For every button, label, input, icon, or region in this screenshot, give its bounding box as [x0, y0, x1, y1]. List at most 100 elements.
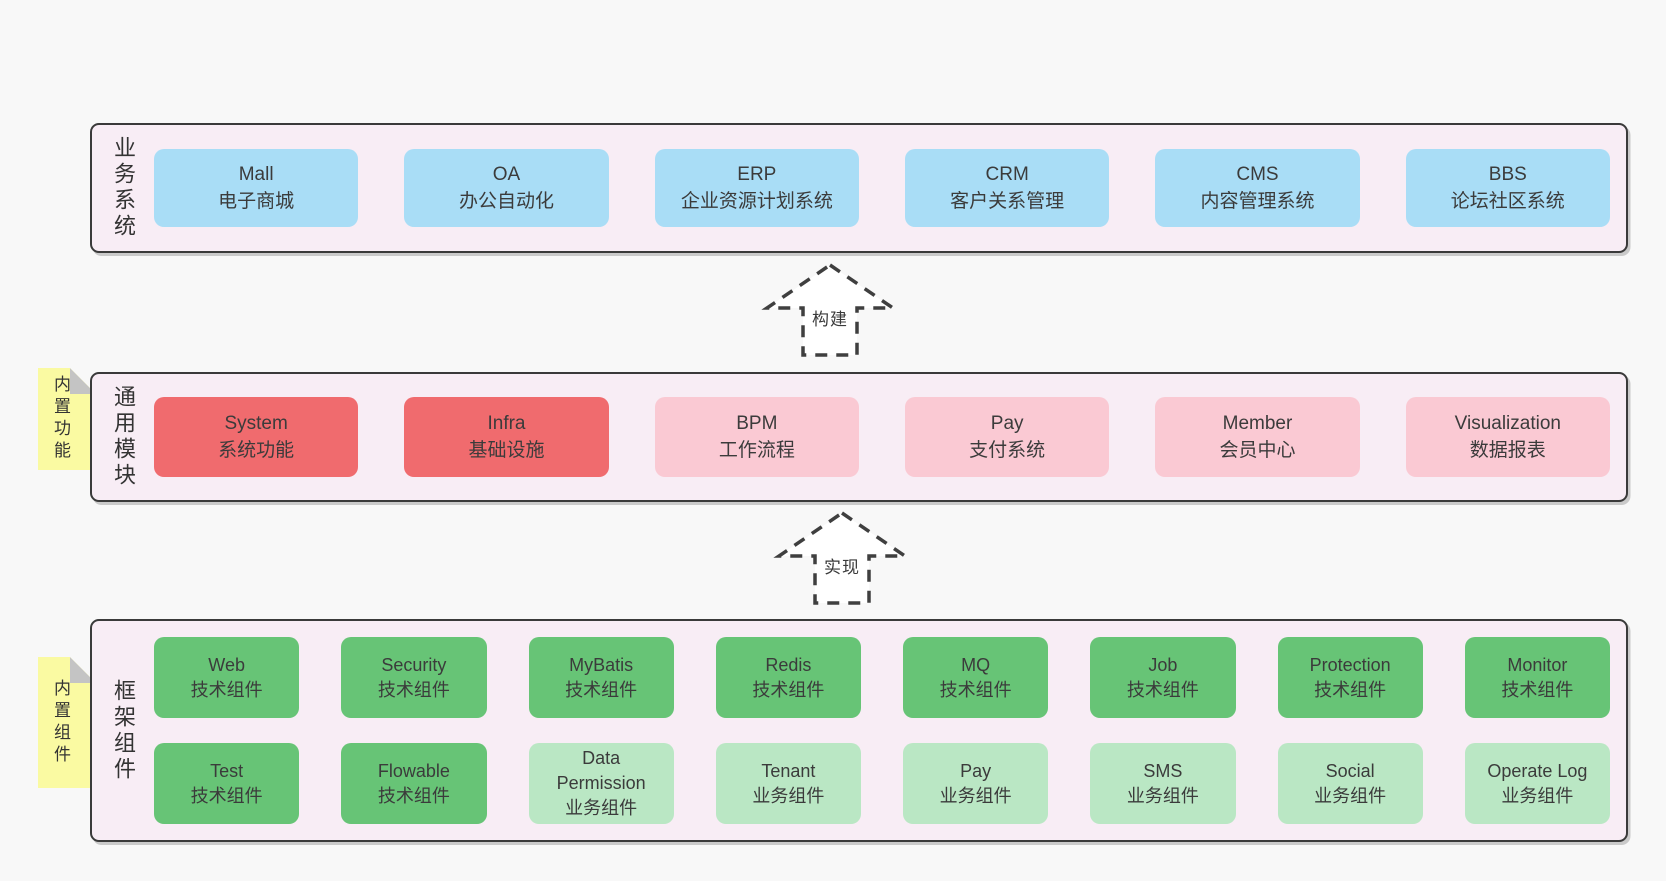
box-title: Member — [1222, 413, 1293, 434]
builtin-features-note-text: 内置功能 — [51, 375, 70, 463]
component-box-social: Social 业务组件 — [1277, 743, 1423, 824]
box-title: Web — [208, 654, 245, 675]
box-title: OA — [492, 164, 521, 185]
system-box-erp: ERP 企业资源计划系统 — [654, 149, 859, 227]
box-title: System — [224, 413, 288, 434]
build-arrow: 构建 — [740, 260, 920, 360]
common-modules-row: System 系统功能 Infra 基础设施 BPM 工作流程 Pay 支付系统… — [154, 397, 1610, 477]
framework-components-panel: 框架组件 Web 技术组件 Security 技术组件 MyBatis 技术组件… — [90, 619, 1628, 842]
box-subtitle: 支付系统 — [969, 440, 1046, 461]
box-subtitle: 技术组件 — [752, 679, 825, 700]
box-subtitle: 系统功能 — [218, 440, 295, 461]
box-subtitle: 技术组件 — [377, 785, 450, 806]
box-subtitle: 业务组件 — [1501, 785, 1574, 806]
box-subtitle: 技术组件 — [565, 679, 638, 700]
box-title: Job — [1148, 654, 1178, 675]
builtin-features-note: 内置功能 — [38, 368, 96, 470]
box-title: ERP — [737, 164, 777, 185]
box-title: Pay — [960, 760, 992, 781]
box-subtitle: 工作流程 — [718, 440, 795, 461]
box-subtitle: 论坛社区系统 — [1450, 191, 1565, 212]
module-box-system: System 系统功能 — [154, 397, 359, 477]
box-subtitle: 业务组件 — [1314, 785, 1387, 806]
module-box-visualization: Visualization 数据报表 — [1405, 397, 1610, 477]
common-modules-label: 通用模块 — [111, 385, 136, 489]
builtin-components-note: 内置组件 — [38, 657, 96, 788]
builtin-components-note-text: 内置组件 — [51, 678, 70, 767]
implement-arrow-label: 实现 — [824, 558, 860, 577]
business-systems-row: Mall 电子商城 OA 办公自动化 ERP 企业资源计划系统 CRM 客户关系… — [154, 149, 1610, 227]
component-box-web: Web 技术组件 — [154, 637, 300, 718]
box-title: Infra — [487, 413, 526, 434]
box-title: Test — [210, 760, 244, 781]
component-box-security: Security 技术组件 — [341, 637, 487, 718]
component-box-mq: MQ 技术组件 — [903, 637, 1049, 718]
box-title: CRM — [985, 164, 1029, 185]
box-subtitle: 电子商城 — [218, 191, 295, 212]
box-title: Tenant — [761, 760, 816, 781]
box-title: Flowable — [377, 760, 450, 781]
component-box-operate-log: Operate Log 业务组件 — [1464, 743, 1610, 824]
module-box-member: Member 会员中心 — [1155, 397, 1360, 477]
box-title: CMS — [1236, 164, 1279, 185]
box-subtitle: 技术组件 — [190, 785, 263, 806]
component-box-test: Test 技术组件 — [154, 743, 300, 824]
box-subtitle: 技术组件 — [939, 679, 1012, 700]
business-systems-label: 业务系统 — [111, 136, 136, 240]
box-subtitle: 技术组件 — [1314, 679, 1387, 700]
framework-row-2: Test 技术组件 Flowable 技术组件 Data Permission … — [154, 743, 1610, 824]
system-box-mall: Mall 电子商城 — [154, 149, 359, 227]
box-title: Protection — [1309, 654, 1391, 675]
box-title: Data Permission — [556, 748, 646, 793]
box-subtitle: 企业资源计划系统 — [680, 191, 833, 212]
system-box-cms: CMS 内容管理系统 — [1155, 149, 1360, 227]
build-arrow-label: 构建 — [812, 310, 848, 329]
box-title: MQ — [961, 654, 991, 675]
box-subtitle: 业务组件 — [1126, 785, 1199, 806]
component-box-pay: Pay 业务组件 — [903, 743, 1049, 824]
system-box-bbs: BBS 论坛社区系统 — [1405, 149, 1610, 227]
module-box-infra: Infra 基础设施 — [404, 397, 609, 477]
box-subtitle: 内容管理系统 — [1200, 191, 1315, 212]
module-box-pay: Pay 支付系统 — [904, 397, 1110, 477]
component-box-sms: SMS 业务组件 — [1090, 743, 1236, 824]
implement-arrow: 实现 — [752, 508, 932, 608]
framework-components-label: 框架组件 — [111, 678, 136, 783]
system-box-crm: CRM 客户关系管理 — [904, 149, 1110, 227]
up-arrow-shape — [761, 262, 899, 357]
component-box-data-permission: Data Permission 业务组件 — [528, 743, 674, 824]
component-box-tenant: Tenant 业务组件 — [715, 743, 861, 824]
box-subtitle: 业务组件 — [565, 798, 638, 818]
framework-row-1: Web 技术组件 Security 技术组件 MyBatis 技术组件 Redi… — [154, 637, 1610, 718]
box-subtitle: 业务组件 — [939, 785, 1012, 806]
box-title: Visualization — [1454, 413, 1561, 434]
box-title: Operate Log — [1487, 760, 1588, 781]
component-box-flowable: Flowable 技术组件 — [341, 743, 487, 824]
box-subtitle: 技术组件 — [377, 679, 450, 700]
box-subtitle: 业务组件 — [752, 785, 825, 806]
business-systems-label-col: 业务系统 — [92, 136, 154, 240]
box-subtitle: 数据报表 — [1469, 440, 1546, 461]
box-title: BPM — [736, 413, 778, 434]
system-box-oa: OA 办公自动化 — [404, 149, 609, 227]
component-box-monitor: Monitor 技术组件 — [1464, 637, 1610, 718]
box-subtitle: 办公自动化 — [458, 191, 554, 212]
box-title: Mall — [238, 164, 274, 185]
component-box-protection: Protection 技术组件 — [1277, 637, 1423, 718]
box-subtitle: 技术组件 — [1501, 679, 1574, 700]
component-box-job: Job 技术组件 — [1090, 637, 1236, 718]
box-title: Social — [1325, 760, 1375, 781]
box-subtitle: 会员中心 — [1219, 440, 1296, 461]
box-title: SMS — [1143, 760, 1183, 781]
box-title: MyBatis — [569, 654, 634, 675]
module-box-bpm: BPM 工作流程 — [654, 397, 859, 477]
business-systems-panel: 业务系统 Mall 电子商城 OA 办公自动化 ERP 企业资源计划系统 CRM… — [90, 123, 1628, 253]
box-subtitle: 基础设施 — [468, 440, 545, 461]
component-box-mybatis: MyBatis 技术组件 — [528, 637, 674, 718]
box-title: Security — [381, 654, 447, 675]
box-title: Pay — [990, 413, 1024, 434]
box-title: BBS — [1488, 164, 1527, 185]
common-modules-panel: 通用模块 System 系统功能 Infra 基础设施 BPM 工作流程 Pay… — [90, 372, 1628, 502]
framework-components-label-col: 框架组件 — [92, 679, 154, 783]
